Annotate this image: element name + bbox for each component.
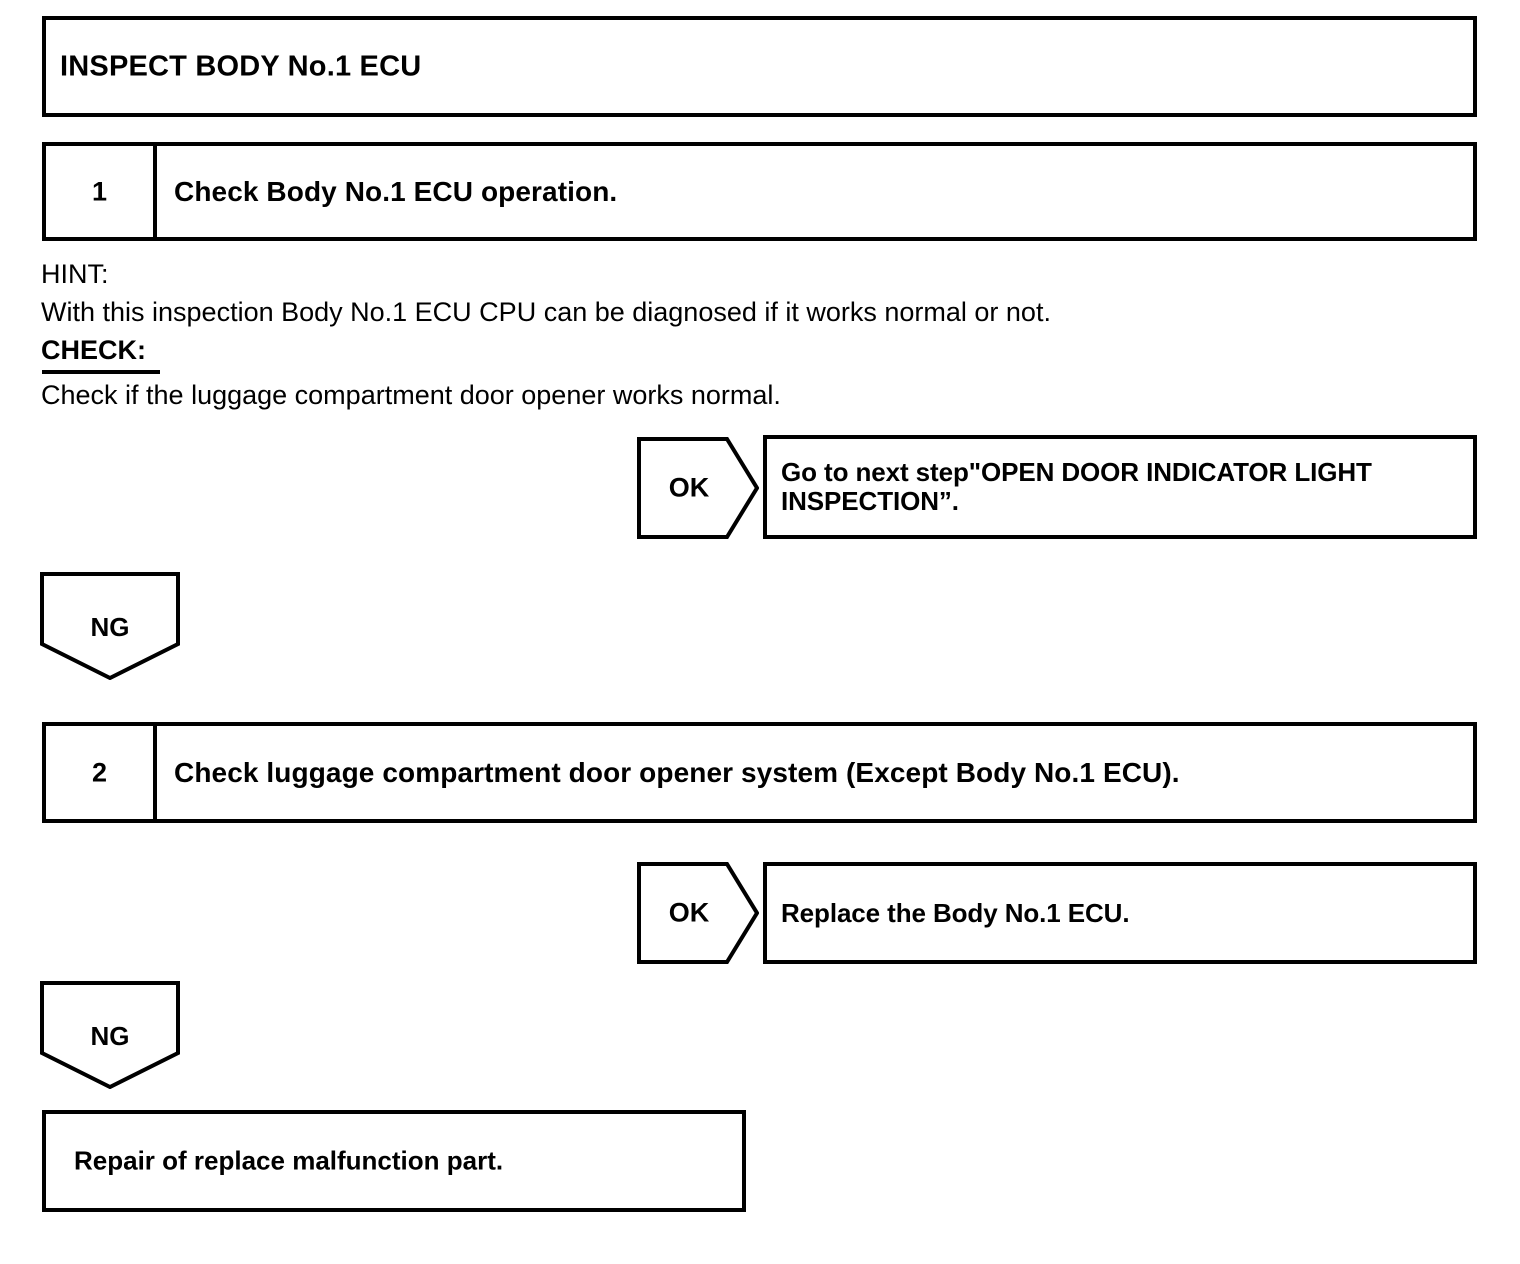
ng-arrow-1-icon: NG [40, 572, 180, 680]
final-action-box: Repair of replace malfunction part. [42, 1110, 746, 1212]
step-2-box: 2 Check luggage compartment door opener … [42, 722, 1477, 823]
ok-branch-1-result-text: Go to next step"OPEN DOOR INDICATOR LIGH… [781, 457, 1372, 516]
step-1-number: 1 [91, 176, 108, 206]
ok-branch-1-label: OK [668, 472, 710, 503]
ng-arrow-2-icon: NG [40, 981, 180, 1089]
ok-branch-2-result-box: Replace the Body No.1 ECU. [763, 862, 1477, 964]
step-2-number: 2 [91, 757, 108, 787]
step-2-instruction: Check luggage compartment door opener sy… [174, 756, 1180, 788]
ok-branch-1-result-box: Go to next step"OPEN DOOR INDICATOR LIGH… [763, 435, 1477, 539]
ng-branch-2-label: NG [90, 1021, 130, 1051]
check-label: CHECK: [41, 335, 146, 365]
hint-text: With this inspection Body No.1 ECU CPU c… [41, 297, 1051, 327]
ng-branch-1-label: NG [90, 612, 130, 642]
check-underline [42, 370, 160, 374]
step-column-divider [153, 726, 157, 819]
hint-check-note-block: HINT: With this inspection Body No.1 ECU… [41, 255, 1341, 414]
step-1-instruction: Check Body No.1 ECU operation. [174, 175, 618, 207]
ok-arrow-2-icon: OK [637, 862, 759, 964]
check-text: Check if the luggage compartment door op… [41, 380, 781, 410]
final-action-text: Repair of replace malfunction part. [74, 1145, 504, 1176]
hint-label: HINT: [41, 259, 109, 289]
page-title: INSPECT BODY No.1 ECU [60, 50, 422, 82]
ok-branch-2-result-text: Replace the Body No.1 ECU. [781, 898, 1130, 928]
inspection-title-box: INSPECT BODY No.1 ECU [42, 16, 1477, 117]
step-column-divider [153, 146, 157, 237]
ok-arrow-1-icon: OK [637, 437, 759, 539]
ok-branch-2-label: OK [668, 897, 710, 928]
step-1-box: 1 Check Body No.1 ECU operation. [42, 142, 1477, 241]
